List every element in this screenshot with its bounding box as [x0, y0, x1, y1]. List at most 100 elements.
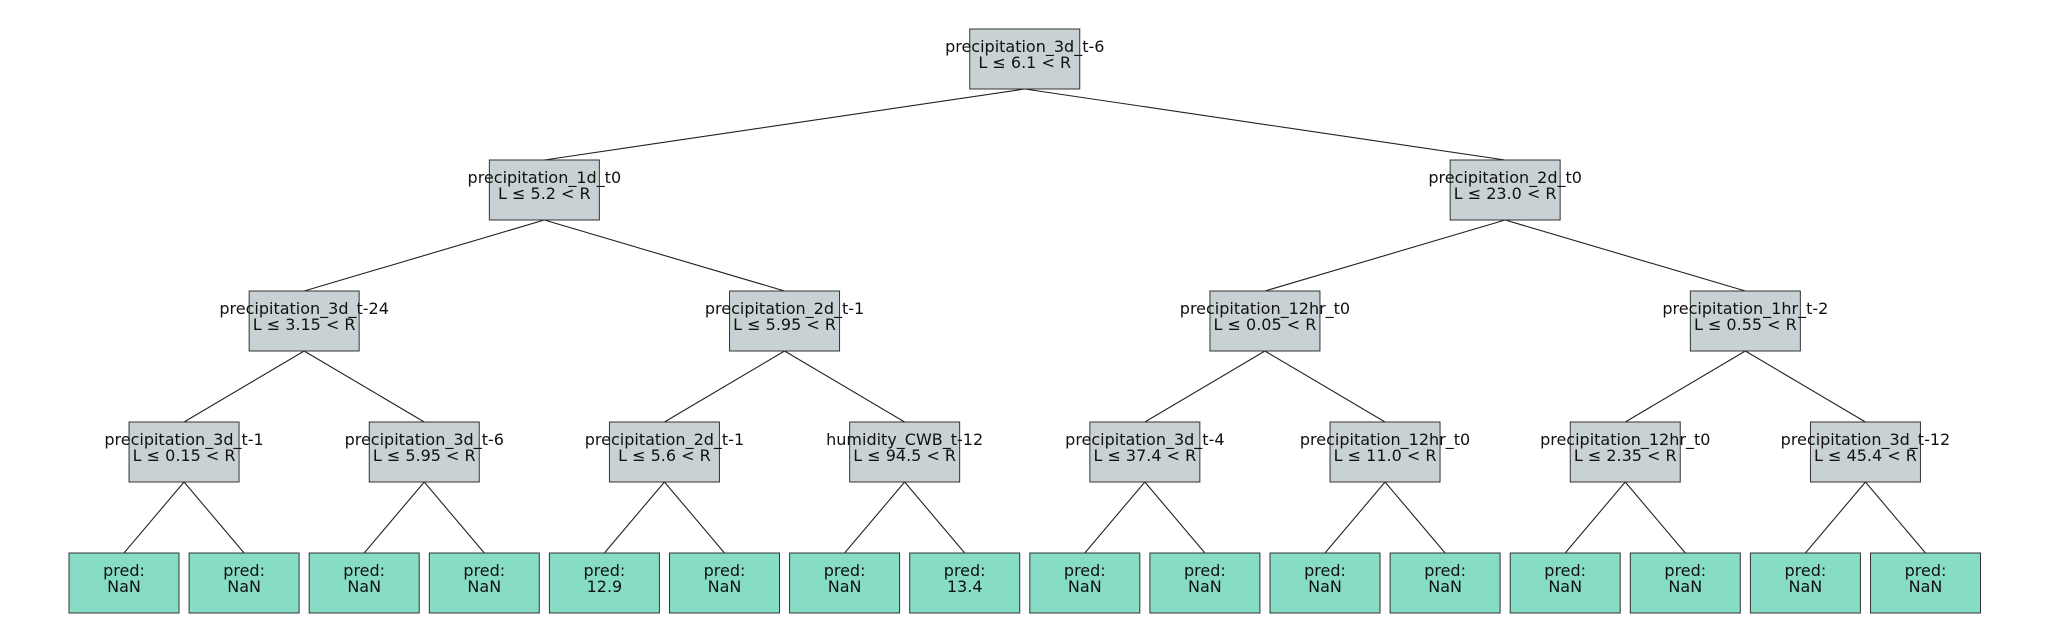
split-rule-label: L ≤ 3.15 < R	[253, 315, 356, 334]
split-feature-label: precipitation_3d_t-6	[945, 37, 1104, 57]
leaf-node: pred:NaN	[1389, 552, 1501, 614]
leaf-pred-value: NaN	[467, 577, 501, 596]
split-feature-label: precipitation_3d_t-6	[345, 430, 504, 450]
tree-edge	[603, 481, 665, 554]
tree-edge	[1264, 219, 1506, 292]
leaf-node-box	[1389, 552, 1501, 614]
leaf-pred-label: pred:	[584, 561, 626, 580]
leaf-node-box	[669, 552, 780, 614]
leaf-pred-value: NaN	[1789, 577, 1823, 596]
leaf-pred-label: pred:	[1785, 561, 1827, 580]
split-feature-label: precipitation_1hr_t-2	[1662, 299, 1828, 319]
tree-edge	[784, 350, 905, 423]
split-node: precipitation_3d_t-6L ≤ 6.1 < R	[945, 28, 1104, 90]
split-feature-label: precipitation_3d_t-1	[104, 430, 263, 450]
split-rule-label: L ≤ 5.2 < R	[498, 184, 591, 203]
split-feature-label: precipitation_12hr_t0	[1180, 299, 1350, 319]
tree-edge	[544, 88, 1025, 161]
split-node: precipitation_3d_t-12L ≤ 45.4 < R	[1781, 421, 1950, 483]
tree-edge	[303, 219, 545, 292]
split-feature-label: humidity_CWB_t-12	[826, 430, 983, 450]
tree-edge	[1144, 481, 1206, 554]
split-node-box	[969, 28, 1081, 90]
leaf-pred-value: NaN	[828, 577, 862, 596]
split-rule-label: L ≤ 0.55 < R	[1694, 315, 1797, 334]
split-node-box	[1809, 421, 1921, 483]
leaf-pred-label: pred:	[944, 561, 986, 580]
split-rule-label: L ≤ 5.6 < R	[618, 446, 711, 465]
leaf-pred-value: NaN	[1308, 577, 1342, 596]
leaf-node-box	[789, 552, 901, 614]
leaf-pred-value: NaN	[227, 577, 261, 596]
tree-edge	[904, 481, 966, 554]
tree-edge	[1324, 481, 1386, 554]
split-node: precipitation_2d_t0L ≤ 23.0 < R	[1428, 159, 1582, 221]
tree-edge	[544, 219, 785, 292]
tree-edge	[1745, 350, 1866, 423]
split-node-box	[488, 159, 600, 221]
split-node: precipitation_3d_t-1L ≤ 0.15 < R	[104, 421, 264, 483]
split-feature-label: precipitation_3d_t-4	[1065, 430, 1224, 450]
split-rule-label: L ≤ 5.95 < R	[733, 315, 836, 334]
tree-edge	[1264, 350, 1386, 423]
leaf-node: pred:NaN	[68, 552, 180, 614]
split-rule-label: L ≤ 0.05 < R	[1214, 315, 1317, 334]
leaf-pred-label: pred:	[824, 561, 866, 580]
split-node: precipitation_3d_t-4L ≤ 37.4 < R	[1065, 421, 1225, 483]
tree-edge	[303, 350, 425, 423]
leaf-node: pred:NaN	[428, 552, 540, 614]
tree-edge	[1384, 481, 1446, 554]
split-node: precipitation_3d_t-24L ≤ 3.15 < R	[219, 290, 389, 352]
leaf-pred-label: pred:	[1064, 561, 1106, 580]
split-rule-label: L ≤ 37.4 < R	[1093, 446, 1196, 465]
leaf-node-box	[1509, 552, 1621, 614]
tree-edge	[1804, 481, 1866, 554]
split-feature-label: precipitation_12hr_t0	[1540, 430, 1710, 450]
split-node: humidity_CWB_t-12L ≤ 94.5 < R	[826, 421, 983, 483]
leaf-node-box	[1149, 552, 1261, 614]
tree-edge	[1624, 350, 1746, 423]
leaf-pred-label: pred:	[1905, 561, 1947, 580]
leaf-pred-value: NaN	[1548, 577, 1582, 596]
split-node: precipitation_1d_t0L ≤ 5.2 < R	[468, 159, 621, 221]
tree-edge	[1504, 219, 1746, 292]
leaf-node-box	[909, 552, 1021, 614]
leaf-pred-label: pred:	[1424, 561, 1466, 580]
leaf-pred-value: 13.4	[947, 577, 983, 596]
split-node: precipitation_2d_t-1L ≤ 5.6 < R	[585, 421, 744, 483]
leaf-pred-label: pred:	[223, 561, 265, 580]
leaf-node-box	[1269, 552, 1381, 614]
tree-edge	[1624, 481, 1686, 554]
split-node: precipitation_12hr_t0L ≤ 2.35 < R	[1540, 421, 1710, 483]
split-node: precipitation_1hr_t-2L ≤ 0.55 < R	[1662, 290, 1828, 352]
split-rule-label: L ≤ 23.0 < R	[1454, 184, 1557, 203]
leaf-node: pred:NaN	[1029, 552, 1141, 614]
tree-edge	[123, 481, 185, 554]
leaf-node-box	[548, 552, 660, 614]
split-rule-label: L ≤ 45.4 < R	[1814, 446, 1917, 465]
leaf-pred-label: pred:	[463, 561, 505, 580]
split-rule-label: L ≤ 0.15 < R	[133, 446, 236, 465]
tree-edge	[1144, 350, 1266, 423]
split-node-box	[729, 290, 841, 352]
split-node-box	[608, 421, 720, 483]
leaf-node: pred:NaN	[1149, 552, 1261, 614]
leaf-pred-value: NaN	[708, 577, 742, 596]
leaf-pred-value: NaN	[1428, 577, 1462, 596]
split-node: precipitation_2d_t-1L ≤ 5.95 < R	[705, 290, 864, 352]
leaf-pred-label: pred:	[1184, 561, 1226, 580]
split-node-box	[128, 421, 240, 483]
split-node-box	[1329, 421, 1441, 483]
tree-edge	[363, 481, 425, 554]
split-node-box	[849, 421, 961, 483]
split-feature-label: precipitation_2d_t-1	[705, 299, 864, 319]
tree-edge	[1564, 481, 1626, 554]
split-rule-label: L ≤ 5.95 < R	[373, 446, 476, 465]
leaf-node: pred:NaN	[188, 552, 300, 614]
split-node: precipitation_12hr_t0L ≤ 11.0 < R	[1300, 421, 1470, 483]
leaf-node: pred:NaN	[1749, 552, 1861, 614]
tree-edge	[183, 481, 245, 554]
tree-edge	[183, 350, 305, 423]
leaf-pred-value: NaN	[1068, 577, 1102, 596]
